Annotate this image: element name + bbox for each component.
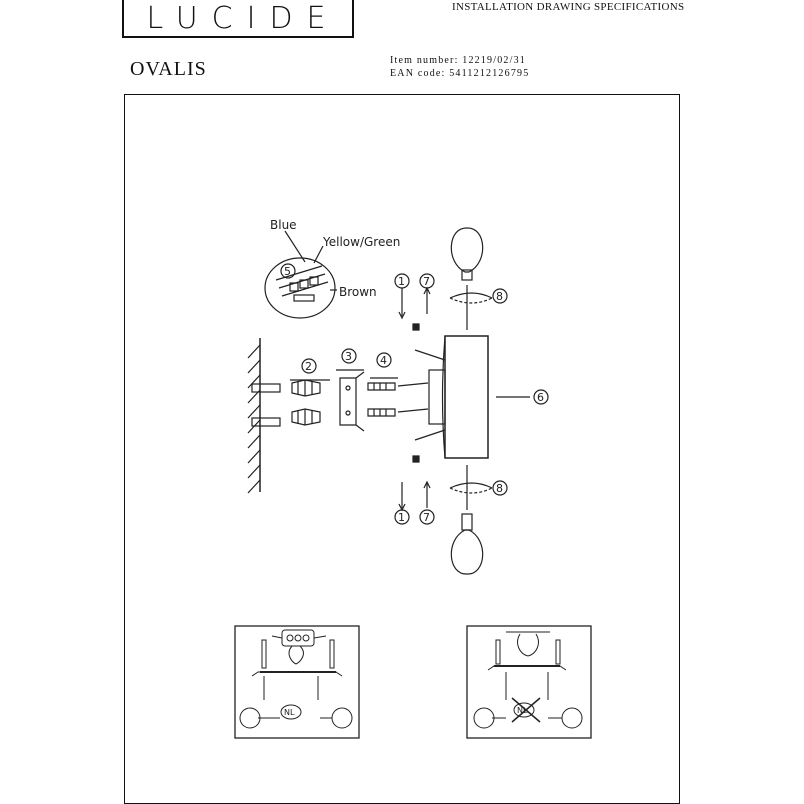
logo-frame (122, 0, 354, 38)
brand-name: LUCIDE (146, 1, 340, 36)
step-4-label: 4 (380, 354, 387, 367)
rotate-arrow-top (449, 292, 493, 299)
step-5-label: 5 (284, 265, 291, 278)
top-bulb (450, 227, 484, 330)
mounting-bracket (336, 369, 365, 432)
product-meta: Item number: 12219/02/31 EAN code: 54112… (390, 54, 529, 80)
product-name: OVALIS (130, 58, 207, 80)
step-2-label: 2 (305, 360, 312, 373)
lamp-body (414, 335, 530, 459)
step-1-label-bottom: 1 (398, 511, 405, 524)
step-6-label: 6 (537, 391, 544, 404)
lucide-logo: LUCIDE (122, 0, 356, 40)
ean-code: EAN code: 5411212126795 (390, 68, 530, 79)
step-8-label-top: 8 (496, 290, 503, 303)
wiring-detail (264, 230, 337, 319)
step-8-label-bottom: 8 (496, 482, 503, 495)
screws (367, 377, 429, 417)
wire-label-yellow-green: Yellow/Green (322, 235, 400, 249)
item-number: Item number: 12219/02/31 (390, 55, 527, 66)
detail-panel-left: NL (234, 625, 360, 739)
wall-plugs (290, 379, 330, 426)
step-1-label-top: 1 (398, 275, 405, 288)
rotate-arrow-bottom (449, 482, 493, 489)
step-7-label-top: 7 (423, 275, 430, 288)
nl-badge-right: NL (517, 706, 528, 715)
detail-panel-right: NL (466, 625, 592, 739)
wire-label-brown: Brown (339, 285, 377, 299)
wire-label-blue: Blue (270, 218, 297, 232)
bottom-bulb (450, 465, 484, 575)
nl-badge-left: NL (284, 708, 295, 717)
step-3-label: 3 (345, 350, 352, 363)
document-title: INSTALLATION DRAWING SPECIFICATIONS (452, 1, 685, 13)
wall (247, 338, 281, 494)
step-7-label-bottom: 7 (423, 511, 430, 524)
